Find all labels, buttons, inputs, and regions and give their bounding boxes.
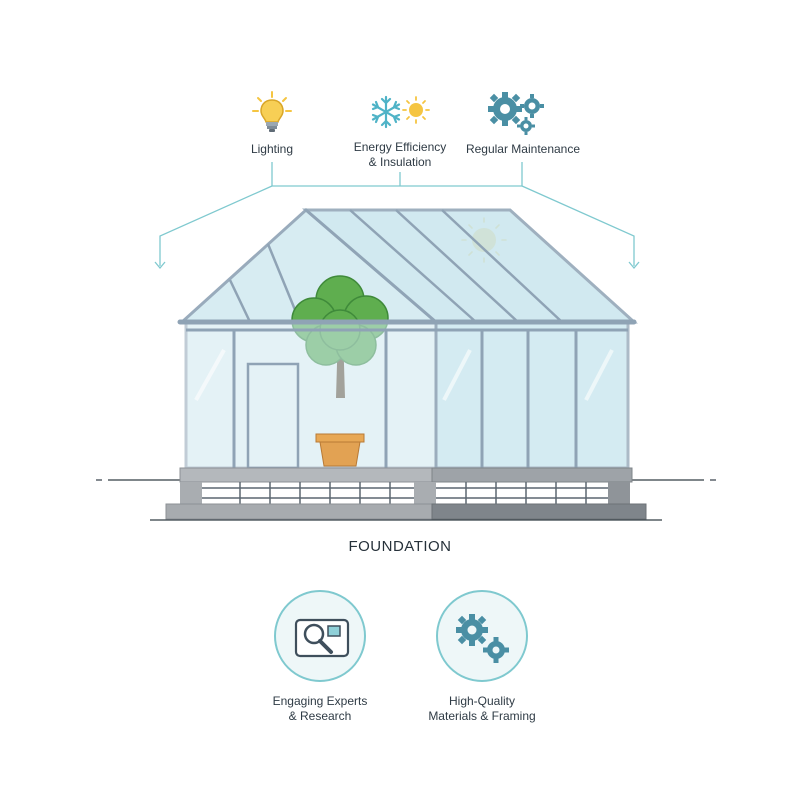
foundation-label: FOUNDATION: [348, 538, 452, 555]
gears-icon: [456, 614, 509, 663]
gears-icon: [486, 90, 548, 141]
greenhouse-front-wall: [184, 320, 438, 470]
foundation: [165, 467, 647, 520]
experts-research-label: Engaging Experts & Research: [250, 694, 390, 724]
materials-framing-badge: [436, 590, 528, 682]
regular-maintenance-label: Regular Maintenance: [458, 142, 588, 157]
snowflake-sun-icon: [368, 94, 432, 139]
greenhouse-side-wall: [434, 320, 630, 470]
energy-efficiency-label: Energy Efficiency & Insulation: [330, 140, 470, 170]
roof-rafters: [228, 209, 563, 323]
experts-research-badge: [274, 590, 366, 682]
energy-efficiency-line2: & Insulation: [368, 155, 432, 169]
energy-efficiency-line1: Energy Efficiency: [353, 140, 447, 154]
regular-maintenance-label-text: Regular Maintenance: [465, 142, 581, 156]
lightbulb-icon: [250, 90, 294, 141]
experts-research-line2: & Research: [288, 709, 352, 723]
experts-research-line1: Engaging Experts: [272, 694, 368, 708]
wall-mullions: [186, 328, 628, 468]
lighting-label-text: Lighting: [250, 142, 294, 156]
materials-framing-line1: High-Quality: [448, 694, 516, 708]
connector-lines: [154, 162, 640, 270]
glass-reflections: [194, 349, 614, 401]
magnifier-document-icon: [294, 618, 350, 658]
materials-framing-label: High-Quality Materials & Framing: [406, 694, 558, 724]
lighting-label: Lighting: [222, 142, 322, 157]
plant-pot: [315, 433, 365, 467]
materials-framing-line2: Materials & Framing: [428, 709, 536, 723]
